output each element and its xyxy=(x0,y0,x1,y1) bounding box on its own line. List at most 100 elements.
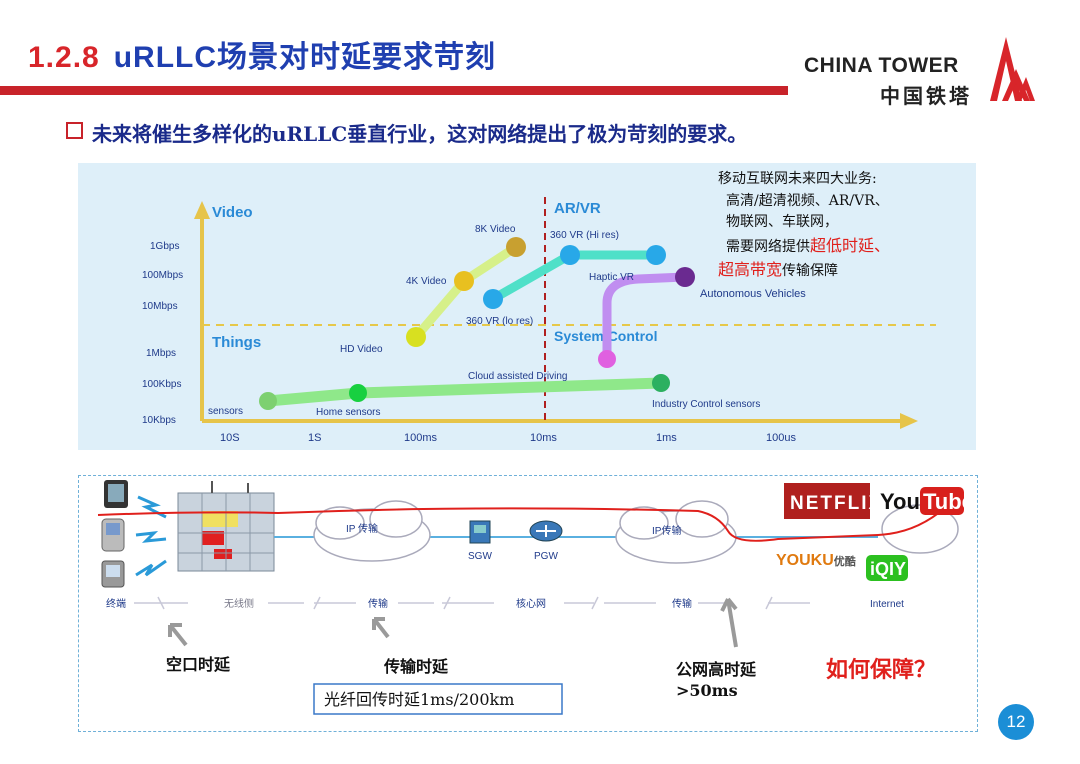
y-tick: 1Gbps xyxy=(150,241,179,252)
x-tick: 1ms xyxy=(656,432,677,444)
title-text: uRLLC场景对时延要求苛刻 xyxy=(113,41,497,74)
public-delay-arrow-icon xyxy=(720,597,738,648)
x-tick: 1S xyxy=(308,432,321,444)
netflix-text: NETFLIX xyxy=(790,493,883,514)
sgw-label: SGW xyxy=(468,551,492,562)
video-label: Video xyxy=(212,204,253,221)
x-tick: 10ms xyxy=(530,432,557,444)
annotation-line3: 物联网、车联网， xyxy=(726,213,838,230)
hd-video-label: HD Video xyxy=(340,344,383,355)
china-tower-logo-icon xyxy=(990,37,1035,101)
annotation-line1: 移动互联网未来四大业务: xyxy=(718,171,877,187)
network-diagram: IP 传输 IP传输 SGW PGW NETFLIX You Tube YOUK… xyxy=(97,480,974,715)
4k-video-point xyxy=(454,271,474,291)
things-label: Things xyxy=(212,334,261,351)
haptic-label: Haptic VR xyxy=(589,272,634,283)
signal-bolt-icon xyxy=(137,495,167,519)
youtube-tube-box xyxy=(920,487,964,515)
page-title: 1.2.8 uRLLC场景对时延要求苛刻 xyxy=(28,32,496,76)
annotation-line5: 超高带宽传输保障 xyxy=(718,260,838,279)
sensors-point xyxy=(259,392,277,410)
arvr-label: AR/VR xyxy=(554,200,601,217)
logo-text-en: CHINA TOWER xyxy=(804,54,959,77)
network-panel xyxy=(78,475,978,732)
pgw-router-icon xyxy=(529,520,563,542)
section-number: 1.2.8 xyxy=(28,41,100,74)
annotation-line4: 需要网络提供超低时延、 xyxy=(726,236,890,255)
cloud-driving-point xyxy=(598,350,616,368)
title-underline xyxy=(0,86,788,95)
iqiyi-logo xyxy=(866,555,908,581)
vr-hi-label: 360 VR (Hi res) xyxy=(550,230,619,241)
cloud-driving-label: Cloud assisted Driving xyxy=(468,371,568,382)
y-tick: 10Mbps xyxy=(142,301,178,312)
youku-text: YOUKU优酷 xyxy=(776,552,856,569)
public-delay-label-2: >50ms xyxy=(676,681,738,700)
vr-lo-label: 360 VR (lo res) xyxy=(466,316,533,327)
home-sensors-point xyxy=(349,384,367,402)
antenna-icon xyxy=(211,481,249,493)
pda-icon xyxy=(101,560,125,588)
segment-radio: 无线侧 xyxy=(224,597,254,610)
latency-path-line xyxy=(97,504,949,542)
radio-cell-cluster xyxy=(177,492,275,572)
segment-transport-1: 传输 xyxy=(368,597,388,610)
segment-terminal: 终端 xyxy=(106,597,126,610)
vr-lo-point xyxy=(483,289,503,309)
y-tick: 100Kbps xyxy=(142,379,181,390)
bullet-text: 未来将催生多样化的uRLLC垂直行业，这对网络提出了极为苛刻的要求。 xyxy=(92,122,748,146)
autonomous-label: Autonomous Vehicles xyxy=(700,288,806,300)
segment-transport-2: 传输 xyxy=(672,597,692,610)
fiber-delay-box xyxy=(313,683,563,715)
transport-delay-label: 传输时延 xyxy=(383,657,449,676)
annotation-line2: 高清/超清视频、AR/VR、 xyxy=(726,192,889,209)
bullet-square-icon xyxy=(66,122,83,139)
y-axis-arrow-icon xyxy=(194,201,210,219)
8k-video-point xyxy=(506,237,526,257)
y-tick: 1Mbps xyxy=(146,348,176,359)
bandwidth-latency-diagram: 1Gbps 100Mbps 10Mbps 1Mbps 100Kbps 10Kbp… xyxy=(142,171,936,444)
ip-cloud-1-label: IP 传输 xyxy=(346,522,378,535)
sensors-label: sensors xyxy=(208,406,243,417)
flip-phone-icon xyxy=(101,518,125,552)
youtube-tube-text: Tube xyxy=(923,489,974,514)
signal-bolt-icon xyxy=(135,531,167,543)
netflix-logo xyxy=(784,483,870,519)
home-sensors-label: Home sensors xyxy=(316,407,380,418)
pgw-label: PGW xyxy=(534,551,558,562)
logo-text-cn: 中国铁塔 xyxy=(880,86,972,108)
things-trend-line xyxy=(262,377,667,407)
haptic-point xyxy=(646,245,666,265)
y-tick: 10Kbps xyxy=(142,415,176,426)
fiber-delay-text: 光纤回传时延1ms/200km xyxy=(324,690,514,709)
segment-core: 核心网 xyxy=(516,597,546,610)
air-delay-arrow-icon xyxy=(168,623,188,647)
x-tick: 100us xyxy=(766,432,796,444)
how-to-guarantee: 如何保障？ xyxy=(826,657,936,683)
ip-cloud-2 xyxy=(615,500,737,564)
bandwidth-latency-panel xyxy=(78,163,976,450)
transport-delay-arrow-icon xyxy=(372,617,390,639)
public-delay-label-1: 公网高时延 xyxy=(676,660,757,679)
hd-video-point xyxy=(406,327,426,347)
segment-dividers xyxy=(134,596,810,610)
iqiyi-text: iQIY xyxy=(870,559,906,579)
phone-icon xyxy=(104,480,128,508)
8k-video-label: 8K Video xyxy=(475,224,516,235)
youtube-text: You xyxy=(880,489,920,514)
x-tick: 100ms xyxy=(404,432,438,444)
internet-label: Internet xyxy=(870,599,904,610)
4k-video-label: 4K Video xyxy=(406,276,447,287)
autonomous-point xyxy=(675,267,695,287)
sgw-icon xyxy=(469,520,491,544)
signal-bolt-icon xyxy=(135,559,167,577)
vr-hi-point xyxy=(560,245,580,265)
y-tick: 100Mbps xyxy=(142,270,183,281)
industry-label: Industry Control sensors xyxy=(652,399,760,410)
x-tick: 10S xyxy=(220,432,240,444)
x-axis-arrow-icon xyxy=(900,413,918,429)
autonomous-trend-line xyxy=(602,272,690,364)
industry-point xyxy=(652,374,670,392)
air-delay-label: 空口时延 xyxy=(166,655,231,674)
ip-cloud-2-label: IP传输 xyxy=(652,524,681,537)
